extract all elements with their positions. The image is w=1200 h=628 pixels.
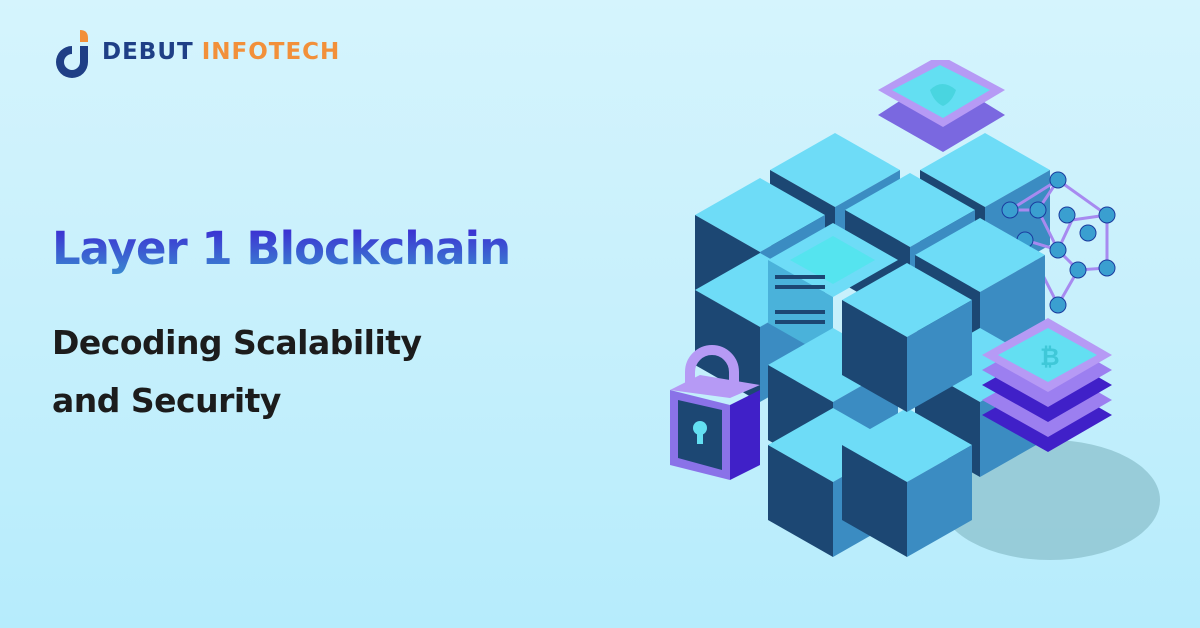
brand-name-part2: INFOTECH <box>201 39 341 65</box>
network-nodes-icon <box>1001 171 1116 314</box>
blockchain-illustration: ₿ <box>660 55 1180 580</box>
hero-title: Layer 1 Blockchain <box>52 222 511 275</box>
coin-stack-icon: ₿ <box>982 318 1112 452</box>
hero-subtitle: Decoding Scalability and Security <box>52 314 422 430</box>
hero-subtitle-line1: Decoding Scalability <box>52 323 422 362</box>
svg-text:₿: ₿ <box>1040 343 1060 371</box>
hero-subtitle-line2: and Security <box>52 381 281 420</box>
shield-stack-icon <box>878 55 1005 152</box>
padlock-icon <box>670 345 760 480</box>
logo-mark-icon <box>50 26 92 78</box>
server-rack-icon <box>768 223 898 360</box>
brand-name: DEBUT INFOTECH <box>102 39 340 65</box>
shadow <box>940 440 1160 560</box>
brand-name-part1: DEBUT <box>102 39 194 65</box>
brand-logo: DEBUT INFOTECH <box>50 26 340 78</box>
